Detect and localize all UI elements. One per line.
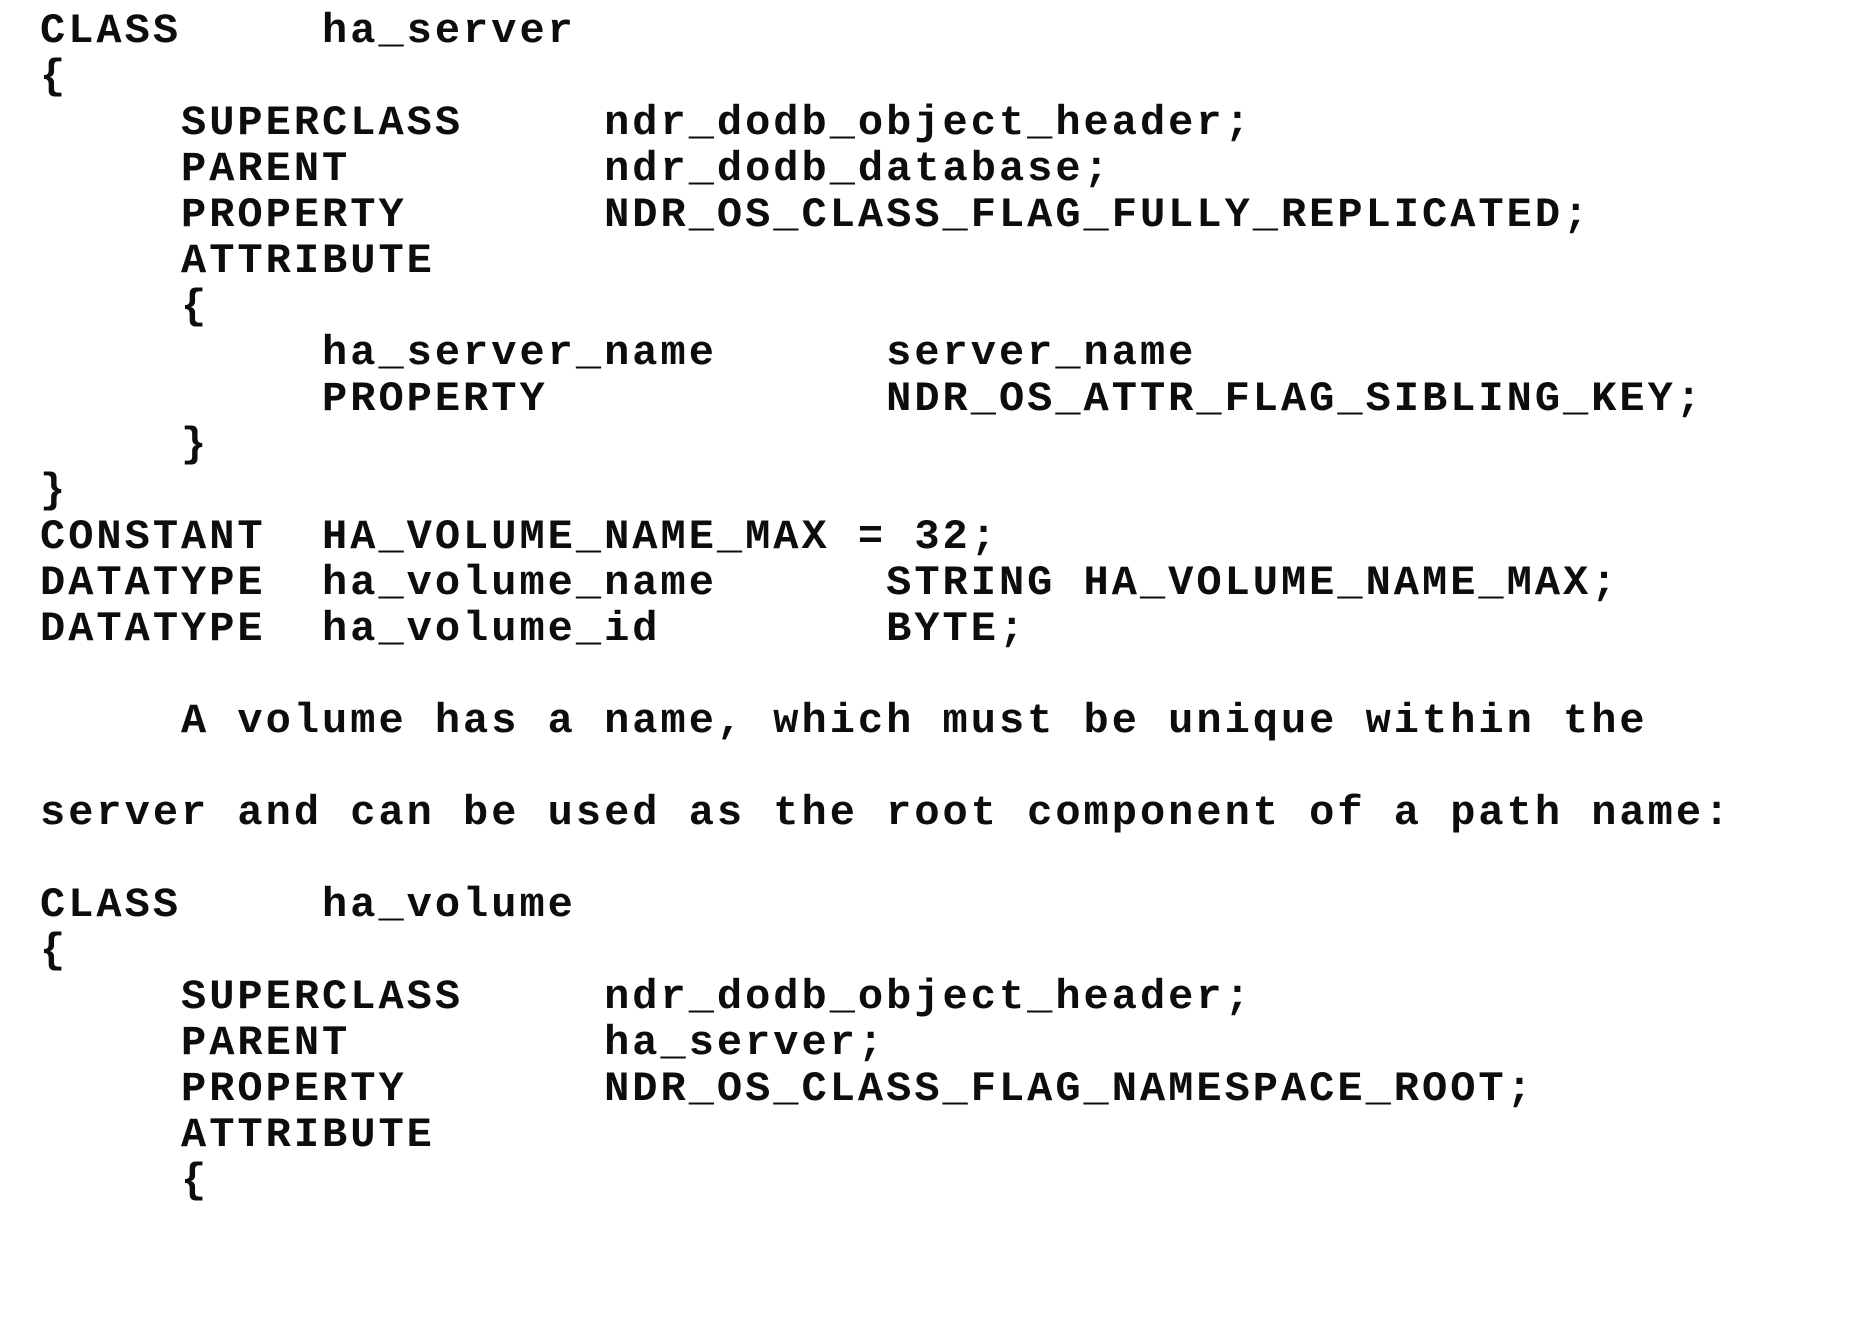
text-line: PROPERTY NDR_OS_CLASS_FLAG_NAMESPACE_ROO…: [40, 1065, 1535, 1113]
text-line: SUPERCLASS ndr_dodb_object_header;: [40, 973, 1253, 1021]
text-line: server and can be used as the root compo…: [40, 789, 1733, 837]
text-line: {: [40, 283, 210, 331]
text-line: {: [40, 1157, 210, 1205]
text-line: DATATYPE ha_volume_id BYTE;: [40, 605, 1028, 653]
text-line: CLASS ha_server: [40, 7, 576, 55]
text-line: {: [40, 53, 69, 101]
text-line: PARENT ndr_dodb_database;: [40, 145, 1112, 193]
text-line: ATTRIBUTE: [40, 1111, 435, 1159]
text-line: CONSTANT HA_VOLUME_NAME_MAX = 32;: [40, 513, 999, 561]
text-line: SUPERCLASS ndr_dodb_object_header;: [40, 99, 1253, 147]
text-line: }: [40, 421, 210, 469]
text-line: CLASS ha_volume: [40, 881, 576, 929]
text-line: DATATYPE ha_volume_name STRING HA_VOLUME…: [40, 559, 1620, 607]
text-line: PARENT ha_server;: [40, 1019, 887, 1067]
text-line: ha_server_name server_name: [40, 329, 1197, 377]
blank-line: [40, 744, 1836, 790]
blank-line: [40, 836, 1836, 882]
text-line: A volume has a name, which must be uniqu…: [40, 697, 1648, 745]
text-line: PROPERTY NDR_OS_CLASS_FLAG_FULLY_REPLICA…: [40, 191, 1592, 239]
text-line: ATTRIBUTE: [40, 237, 435, 285]
text-line: PROPERTY NDR_OS_ATTR_FLAG_SIBLING_KEY;: [40, 375, 1705, 423]
text-line: {: [40, 927, 69, 975]
blank-line: [40, 652, 1836, 698]
text-line: }: [40, 467, 69, 515]
